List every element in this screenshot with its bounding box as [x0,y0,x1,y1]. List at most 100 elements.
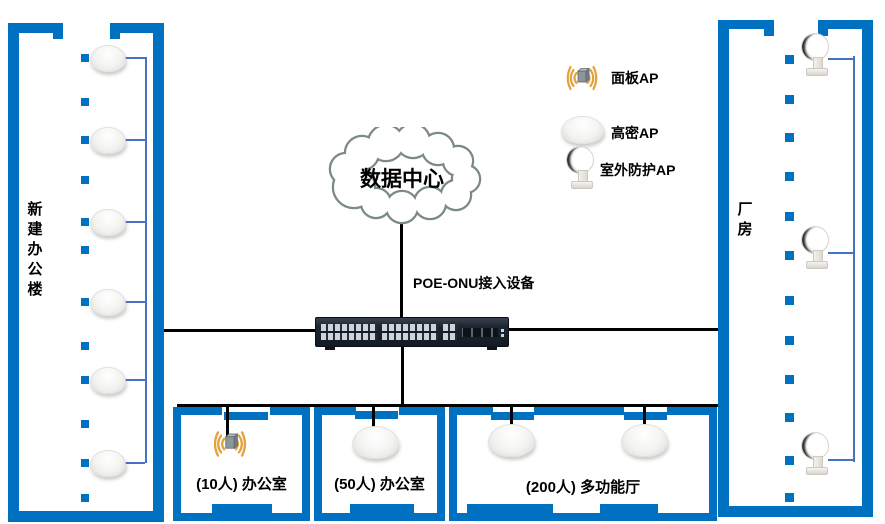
mount-square [785,133,794,142]
ap-branch-line [122,57,145,59]
room2-wall-left [314,407,322,521]
outdoor-ap-icon [566,146,598,190]
left-building-wall-right [153,23,164,522]
right-building-label: 厂房 [737,201,753,238]
switch-foot [487,346,497,350]
outdoor-ap-icon [801,226,833,270]
mount-square [785,413,794,422]
mount-square [785,456,794,465]
right-building-riser-line [853,56,855,462]
mount-square [785,212,794,221]
room1-wall-top [270,407,310,415]
mount-square [81,54,89,62]
right-building-wall-top [818,20,873,29]
panel-ap-icon [213,431,247,457]
mount-square [81,494,89,502]
ap-branch-line [122,462,145,464]
room3-ap-drop-line [510,404,513,428]
room2-wall-bottom [314,513,445,521]
room2-label: (50人) 办公室 [334,476,425,493]
ap-branch-line [122,139,145,141]
cloud-icon [328,127,482,225]
mount-square [81,376,89,384]
room1-door-bar [224,412,268,420]
mount-square [785,375,794,384]
left-building-wall-bottom [8,511,164,522]
outdoor-ap-base [806,68,828,76]
left-building-wall-top [8,23,63,33]
outdoor-ap-sphere [566,146,594,174]
room2-wall-right [437,407,445,521]
room3-wall-left [449,407,457,521]
right-building-doorpost [764,20,774,36]
legend-label-outdoor-ap: 室外防护AP [600,162,676,178]
left-building-riser-line [145,57,147,463]
mount-square [785,55,794,64]
poe-onu-switch-device [315,317,509,347]
room1-bottom-bar [212,504,272,513]
outdoor-ap-sphere [801,226,829,254]
right-building-wall-left [718,20,729,517]
right-building-wall-right [862,20,873,517]
mount-square [81,459,89,467]
room3-label: (200人) 多功能厅 [525,479,641,496]
room3-wall-bottom [449,513,717,521]
switch-downlink-line [401,345,404,405]
room2-bottom-bar [350,504,414,513]
left-building-wall-left [8,23,19,522]
room1-wall-bottom [173,513,310,521]
right-building-doorpost [818,20,828,36]
room2-wall-top [399,407,445,415]
switch-led [501,334,504,337]
dome-ap-icon [90,45,126,72]
rooms-bus-line [177,404,718,407]
switch-label: POE-ONU接入设备 [413,275,535,291]
switch-foot [325,346,335,350]
mount-square [785,251,794,260]
switch-led [501,329,504,332]
dome-ap-icon [90,367,126,394]
room1-wall-right [302,407,310,521]
ap-branch-line [122,301,145,303]
switch-port-group [382,324,438,340]
panel-ap-icon [566,65,598,91]
room3-wall-top [667,407,717,415]
room2-ap-drop-line [372,404,375,429]
ap-branch-line [122,221,145,223]
mount-square [81,342,89,350]
mount-square [81,246,89,254]
room3-wall-right [709,407,717,521]
cloud-to-switch-line [400,223,403,319]
dome-ap-icon [90,209,126,236]
room1-ap-drop-line [226,404,229,439]
left-building-doorpost [53,23,63,39]
dome-ap-icon [488,424,535,457]
outdoor-ap-sphere [801,432,829,460]
mount-square [81,420,89,428]
legend-label-dome-ap: 高密AP [611,125,659,141]
dome-ap-icon [352,426,399,459]
room2-wall-top [314,407,356,415]
mount-square [81,136,89,144]
left-building-label: 新建办公楼 [27,201,43,298]
switch-to-right-building-line [507,328,718,331]
switch-to-left-building-line [164,329,315,332]
dome-ap-icon [90,289,126,316]
outdoor-ap-base [806,261,828,269]
left-building-doorpost [110,23,120,39]
room3-bottom-bar [467,504,553,513]
room3-wall-top [534,407,624,415]
ap-branch-line [828,58,853,60]
ap-branch-line [122,379,145,381]
dome-ap-icon [90,127,126,154]
outdoor-ap-base [571,181,593,189]
dome-ap-icon [561,116,604,144]
mount-square [81,218,89,226]
room1-wall-top [173,407,222,415]
room3-ap-drop-line [643,404,646,428]
left-building-wall-top [110,23,164,33]
mount-square [785,172,794,181]
mount-square [81,298,89,306]
cloud-label: 数据中心 [360,168,444,191]
